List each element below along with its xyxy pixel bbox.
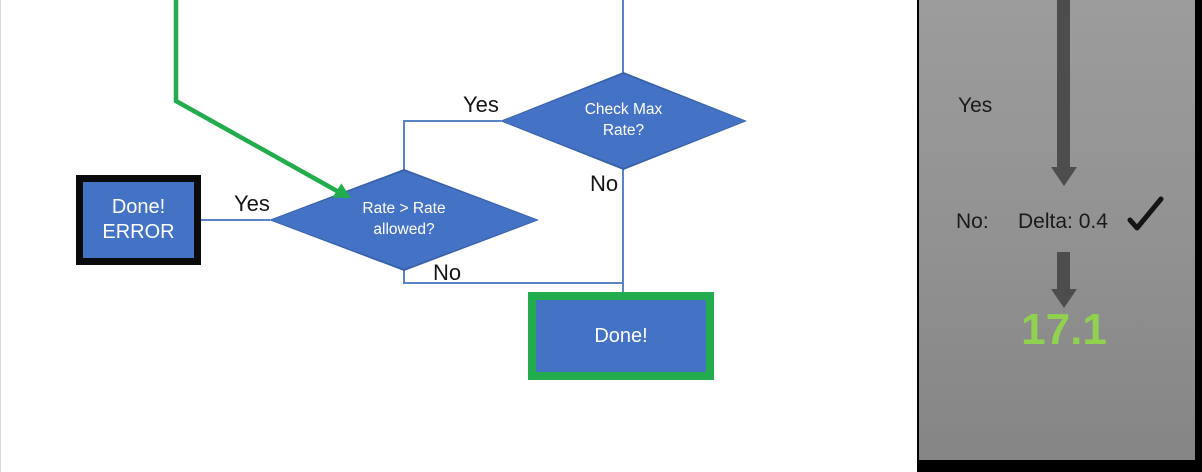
connector-checkmax-yes-vertical — [403, 120, 405, 170]
connector-top-into-check-max — [622, 0, 624, 73]
decision-rate-allowed[interactable]: Rate > Rate allowed? — [269, 169, 539, 271]
decision-check-max-rate[interactable]: Check Max Rate? — [500, 72, 747, 170]
side-panel: Yes No: Delta: 0.4 17.1 — [919, 0, 1195, 460]
panel-no-label: No: — [956, 210, 989, 233]
decision-rate-allowed-label: Rate > Rate allowed? — [362, 200, 446, 238]
connector-checkmax-yes-horizontal — [403, 120, 501, 122]
connector-rateallowed-yes-to-error — [201, 219, 270, 221]
terminal-done-error-line1: Done! — [111, 196, 166, 218]
terminal-done-error[interactable]: Done! ERROR — [76, 175, 201, 265]
branch-label-rateallowed-no: No — [433, 260, 462, 285]
checkmark-icon — [1127, 196, 1164, 231]
long-down-arrow-shaft — [1057, 0, 1070, 167]
connector-rateallowed-no-vertical — [403, 269, 405, 284]
diamond-fill: Check Max Rate? — [502, 74, 745, 168]
long-down-arrow-icon — [1051, 167, 1077, 186]
terminal-done[interactable]: Done! — [528, 292, 714, 380]
branch-label-checkmax-yes: Yes — [463, 92, 499, 117]
branch-label-checkmax-no: No — [590, 171, 619, 196]
terminal-done-label: Done! — [594, 324, 648, 347]
terminal-done-error-line2: ERROR — [102, 221, 175, 243]
decision-check-max-rate-label: Check Max Rate? — [584, 101, 663, 139]
branch-label-rateallowed-yes: Yes — [234, 191, 270, 216]
diamond-fill: Rate > Rate allowed? — [271, 171, 537, 269]
connector-rateallowed-no-horizontal — [403, 282, 623, 284]
panel-yes-label: Yes — [958, 94, 993, 117]
flowchart-canvas: Check Max Rate? Rate > Rate allowed? Don… — [0, 0, 747, 472]
panel-delta-value: Delta: 0.4 — [1018, 210, 1108, 233]
short-down-arrow-shaft — [1057, 252, 1070, 289]
result-value: 17.1 — [1021, 305, 1107, 354]
side-panel-frame: Yes No: Delta: 0.4 17.1 — [917, 0, 1202, 472]
short-down-arrow-icon — [1051, 289, 1077, 308]
connector-checkmax-no-vertical — [622, 169, 624, 293]
